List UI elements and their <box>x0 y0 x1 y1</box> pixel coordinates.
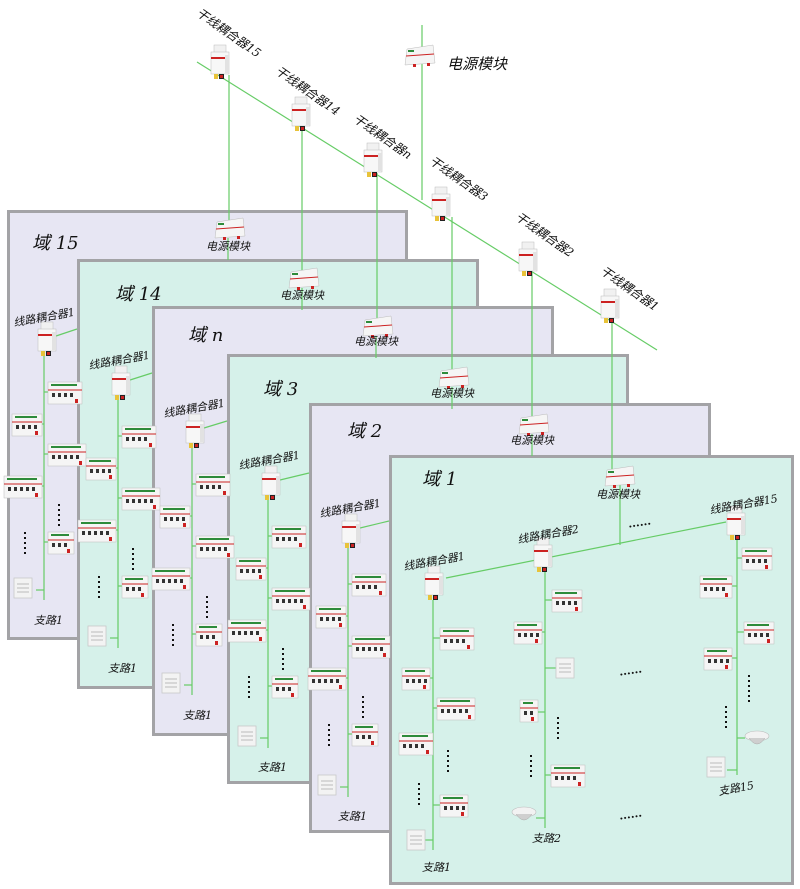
backbone-coupler-icon-2 <box>363 142 383 177</box>
domain-title-1: 域 1 <box>422 469 458 490</box>
power-label-2: 电源模块 <box>510 434 554 447</box>
backbone-coupler-icon-5 <box>600 288 620 323</box>
branch-label-2: 支路1 <box>338 810 367 823</box>
backbone-coupler-icon-1 <box>291 96 311 131</box>
power-label-n: 电源模块 <box>354 335 398 348</box>
power-label-15: 电源模块 <box>206 240 250 253</box>
domain-title-3: 域 3 <box>263 379 299 400</box>
backbone-coupler-label-2: 干线耦合器2 <box>512 209 577 260</box>
backbone-coupler-label-14: 干线耦合器14 <box>272 63 343 119</box>
backbone-coupler-label-1: 干线耦合器1 <box>597 263 662 314</box>
branch-label-d1-2: 支路2 <box>532 832 561 845</box>
branch-label-15: 支路1 <box>34 614 63 627</box>
domain-title-2: 域 2 <box>347 421 383 442</box>
top-power-module-label: 电源模块 <box>447 55 508 73</box>
backbone-coupler-icon-4 <box>518 241 538 276</box>
backbone-coupler-label-3: 干线耦合器3 <box>426 153 491 204</box>
backbone-coupler-icon-3 <box>431 186 451 221</box>
branch-label-14: 支路1 <box>108 662 137 675</box>
domain-title-n: 域 n <box>188 325 224 346</box>
power-label-14: 电源模块 <box>280 289 324 302</box>
branch-label-d1-1: 支路1 <box>422 861 451 874</box>
backbone-coupler-icon-0 <box>210 44 230 79</box>
backbone-coupler-label-15: 干线耦合器15 <box>193 5 264 61</box>
backbone-coupler-label-n: 干线耦合器n <box>350 111 415 162</box>
domain-title-15: 域 15 <box>32 233 79 254</box>
branch-label-3: 支路1 <box>258 761 287 774</box>
power-label-3: 电源模块 <box>430 387 474 400</box>
domain-title-14: 域 14 <box>115 284 162 305</box>
power-label-1: 电源模块 <box>596 488 640 501</box>
domain-panel-1 <box>389 455 794 885</box>
top-power-module-icon <box>404 44 436 67</box>
branch-label-n: 支路1 <box>183 709 212 722</box>
